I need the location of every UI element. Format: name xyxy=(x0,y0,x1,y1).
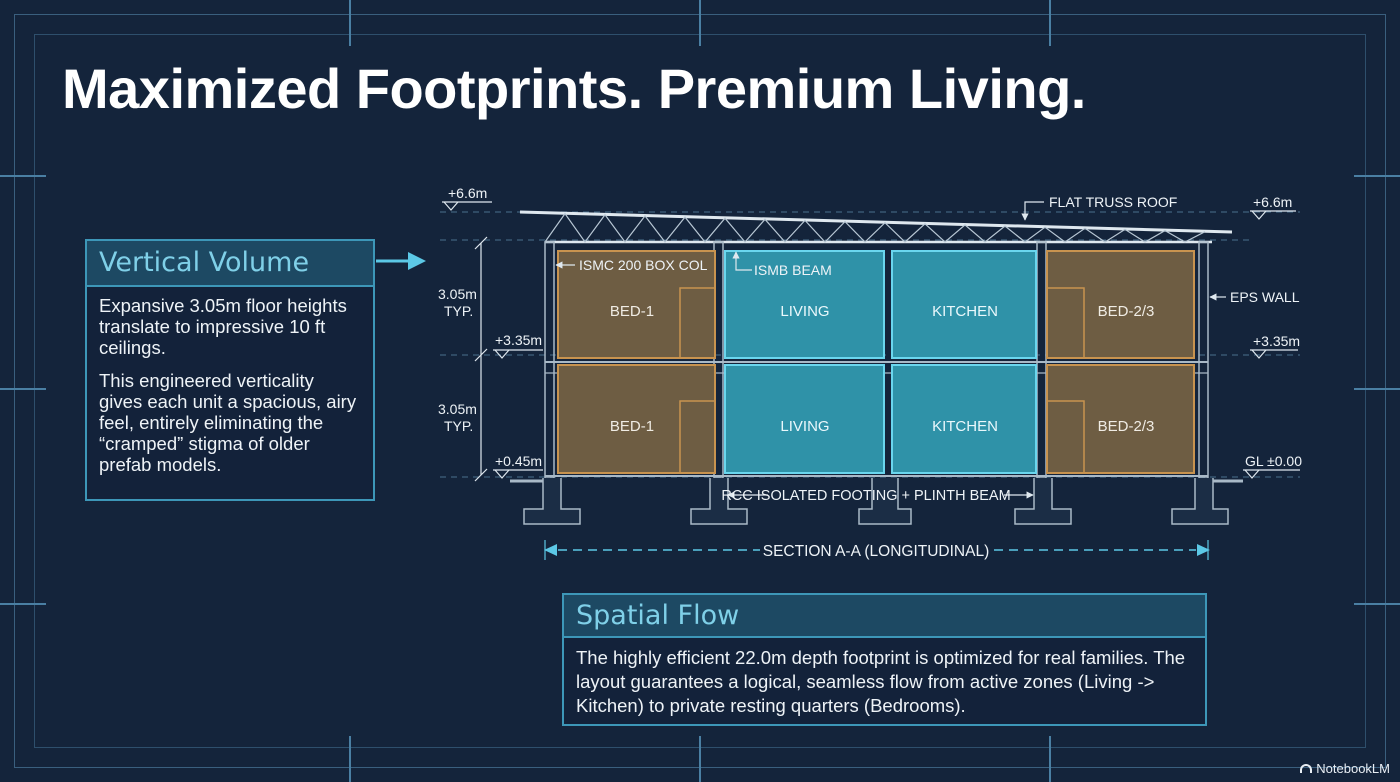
spatial-flow-body: The highly efficient 22.0m depth footpri… xyxy=(564,638,1205,718)
flat-truss-roof xyxy=(519,210,1233,244)
vertical-volume-para-1: Expansive 3.05m floor heights translate … xyxy=(99,295,347,358)
room-bed-1-upper xyxy=(557,250,716,359)
spatial-flow-card: Spatial Flow The highly efficient 22.0m … xyxy=(562,593,1207,726)
room-label: BED-2/3 xyxy=(1098,418,1155,435)
frame-tick xyxy=(0,175,46,177)
floor-height-lower-note: TYP. xyxy=(444,418,473,434)
column-callout: ISMC 200 BOX COL xyxy=(579,257,708,273)
frame-tick xyxy=(0,603,46,605)
frame-tick xyxy=(1049,0,1051,46)
frame-tick xyxy=(349,0,351,46)
frame-tick xyxy=(1354,175,1400,177)
room-living-lower xyxy=(724,364,885,474)
frame-tick xyxy=(1049,736,1051,782)
frame-tick xyxy=(699,736,701,782)
level-label-top-left: +6.6m xyxy=(448,185,487,201)
page-title: Maximized Footprints. Premium Living. xyxy=(62,57,1086,120)
floor-height-upper-note: TYP. xyxy=(444,303,473,319)
vertical-volume-card: Vertical Volume Expansive 3.05m floor he… xyxy=(85,239,375,501)
floor-height-lower-value: 3.05m xyxy=(438,401,477,417)
wall-callout: EPS WALL xyxy=(1230,289,1300,305)
lower-floor-rooms: BED-1 LIVING KITCHEN BED-2/3 xyxy=(557,364,1195,474)
level-markers xyxy=(442,201,1300,479)
section-line xyxy=(544,540,1210,560)
room-living-upper xyxy=(724,250,885,359)
notebooklm-logo-icon xyxy=(1300,764,1313,773)
brand-watermark: NotebookLM xyxy=(1300,761,1390,776)
footings xyxy=(523,478,1229,525)
room-bed-23-lower xyxy=(1046,364,1195,474)
room-label: BED-2/3 xyxy=(1098,303,1155,320)
frame-tick xyxy=(699,0,701,46)
level-label-mid-left: +3.35m xyxy=(495,332,542,348)
spatial-flow-heading: Spatial Flow xyxy=(564,595,1205,638)
beam-callout: ISMB BEAM xyxy=(754,262,832,278)
roof-callout: FLAT TRUSS ROOF xyxy=(1049,194,1177,210)
room-label: LIVING xyxy=(780,418,829,435)
frame-tick xyxy=(1354,388,1400,390)
frame-tick xyxy=(349,736,351,782)
room-kitchen-lower xyxy=(891,364,1037,474)
footing-callout: RCC ISOLATED FOOTING + PLINTH BEAM xyxy=(721,488,1010,504)
room-label: KITCHEN xyxy=(932,303,998,320)
card-connector-arrow xyxy=(376,252,426,270)
floor-height-upper-value: 3.05m xyxy=(438,286,477,302)
room-label: BED-1 xyxy=(610,303,654,320)
frame-tick xyxy=(1354,603,1400,605)
vertical-volume-heading: Vertical Volume xyxy=(87,241,373,287)
room-kitchen-upper xyxy=(891,250,1037,359)
upper-floor-rooms: BED-1 LIVING KITCHEN BED-2/3 xyxy=(557,250,1195,359)
room-label: LIVING xyxy=(780,303,829,320)
room-label: KITCHEN xyxy=(932,418,998,435)
callout-leaders xyxy=(555,201,1226,301)
level-label-plinth: +0.45m xyxy=(495,453,542,469)
frame-tick xyxy=(0,388,46,390)
brand-text: NotebookLM xyxy=(1316,761,1390,776)
level-label-mid-right: +3.35m xyxy=(1253,333,1300,349)
level-label-ground: GL ±0.00 xyxy=(1245,453,1302,469)
room-label: BED-1 xyxy=(610,418,654,435)
section-label: SECTION A-A (LONGITUDINAL) xyxy=(763,543,990,560)
room-bed-23-upper xyxy=(1046,250,1195,359)
vertical-volume-body: Expansive 3.05m floor heights translate … xyxy=(87,287,373,475)
level-label-top-right: +6.6m xyxy=(1253,194,1292,210)
floor-height-dimension xyxy=(474,236,488,482)
room-bed-1-lower xyxy=(557,364,716,474)
spatial-flow-text: The highly efficient 22.0m depth footpri… xyxy=(576,647,1186,716)
vertical-volume-para-2: This engineered verticality gives each u… xyxy=(99,370,357,475)
